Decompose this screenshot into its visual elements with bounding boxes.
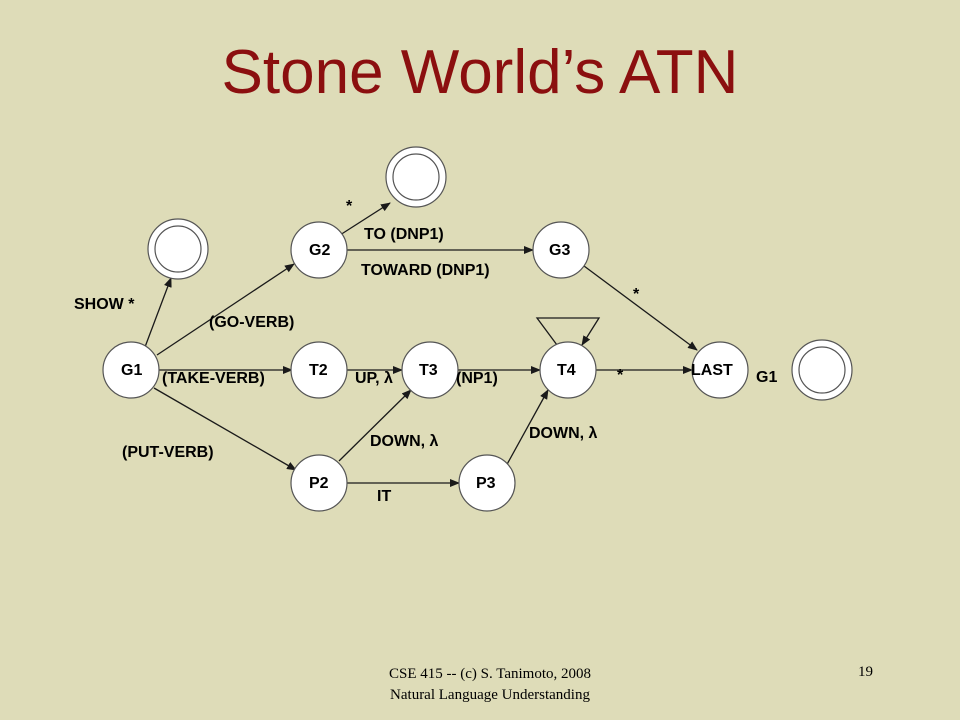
edge-g2-final bbox=[339, 202, 391, 236]
node-label-p3: P3 bbox=[476, 475, 496, 492]
slide-title: Stone World’s ATN bbox=[221, 38, 739, 107]
edge-label-g3-star: * bbox=[633, 286, 640, 303]
edge-label-down-p3: DOWN, λ bbox=[529, 425, 598, 442]
final-node-last bbox=[791, 339, 853, 401]
edge-label-last-g1: G1 bbox=[756, 369, 777, 386]
edge-label-np1: (NP1) bbox=[456, 370, 498, 387]
footer-course: CSE 415 -- (c) S. Tanimoto, 2008 bbox=[389, 666, 591, 682]
node-t2 bbox=[290, 341, 348, 399]
final-node-show bbox=[147, 218, 209, 280]
edge-label-toward: TOWARD (DNP1) bbox=[361, 262, 490, 279]
node-g1 bbox=[102, 341, 160, 399]
edge-g3-last bbox=[579, 262, 698, 351]
node-label-g2: G2 bbox=[309, 242, 330, 259]
edge-label-put-verb: (PUT-VERB) bbox=[122, 444, 214, 461]
node-t4 bbox=[539, 341, 597, 399]
node-label-t4: T4 bbox=[557, 362, 576, 379]
edge-label-t4-star: * bbox=[617, 367, 624, 384]
edge-g1-g2 bbox=[156, 263, 295, 356]
edge-g1-p2 bbox=[153, 387, 297, 471]
node-last bbox=[691, 341, 749, 399]
edge-t4-loop bbox=[535, 317, 601, 346]
edge-label-show: SHOW * bbox=[74, 296, 135, 313]
node-g3 bbox=[532, 221, 590, 279]
node-label-g3: G3 bbox=[549, 242, 570, 259]
edge-label-it: IT bbox=[377, 488, 391, 505]
node-label-last: LAST bbox=[691, 362, 733, 379]
edge-label-g2-star: * bbox=[346, 198, 353, 215]
node-label-g1: G1 bbox=[121, 362, 142, 379]
node-t3 bbox=[401, 341, 459, 399]
edge-g1-show bbox=[144, 277, 172, 348]
node-p2 bbox=[290, 454, 348, 512]
edge-p3-t4 bbox=[504, 389, 549, 469]
edge-label-down-p2: DOWN, λ bbox=[370, 433, 439, 450]
slide-number: 19 bbox=[858, 664, 873, 680]
node-label-t3: T3 bbox=[419, 362, 438, 379]
node-g2 bbox=[290, 221, 348, 279]
edge-p2-t3 bbox=[338, 389, 412, 462]
slide-footer: CSE 415 -- (c) S. Tanimoto, 2008 Natural… bbox=[300, 664, 680, 706]
footer-topic: Natural Language Understanding bbox=[390, 687, 590, 703]
node-label-t2: T2 bbox=[309, 362, 328, 379]
edge-label-take-verb: (TAKE-VERB) bbox=[162, 370, 265, 387]
edge-label-go-verb: (GO-VERB) bbox=[209, 314, 294, 331]
edge-label-up: UP, λ bbox=[355, 370, 393, 387]
node-label-p2: P2 bbox=[309, 475, 329, 492]
final-node-g2 bbox=[385, 146, 447, 208]
edge-label-to: TO (DNP1) bbox=[364, 226, 444, 243]
node-p3 bbox=[458, 454, 516, 512]
